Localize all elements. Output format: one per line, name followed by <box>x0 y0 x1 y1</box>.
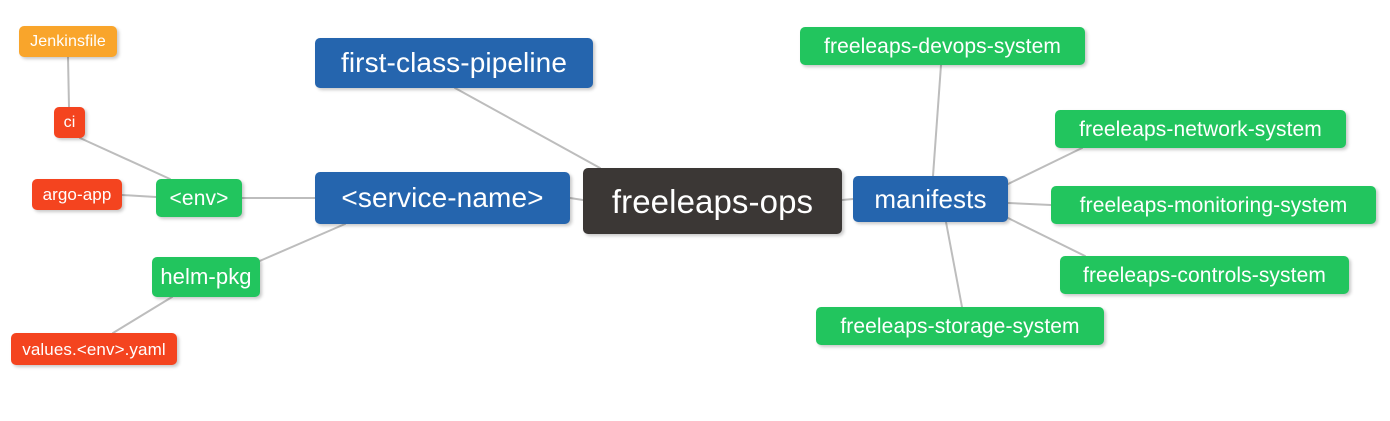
edge-jenkinsfile-to-ci <box>67 56 70 108</box>
edge-manifests-to-freeleaps-monitoring-system <box>1007 202 1052 206</box>
mindmap-node-jenkinsfile[interactable]: Jenkinsfile <box>19 26 117 57</box>
edge-first-class-pipeline-to-freeleaps-ops <box>454 87 601 169</box>
mindmap-node-argo-app[interactable]: argo-app <box>32 179 122 210</box>
mindmap-node-freeleaps-devops-system[interactable]: freeleaps-devops-system <box>800 27 1085 65</box>
edge-manifests-to-freeleaps-network-system <box>1007 147 1083 185</box>
edge-manifests-to-freeleaps-storage-system <box>945 221 963 308</box>
mindmap-node-manifests[interactable]: manifests <box>853 176 1008 222</box>
edge-freeleaps-ops-to-manifests <box>841 198 854 201</box>
mindmap-node-first-class-pipeline[interactable]: first-class-pipeline <box>315 38 593 88</box>
mindmap-node-env[interactable]: <env> <box>156 179 242 217</box>
edge-argo-app-to-env <box>121 194 157 198</box>
mindmap-node-values-env-yaml[interactable]: values.<env>.yaml <box>11 333 177 365</box>
edge-values-env-yaml-to-helm-pkg <box>112 296 173 334</box>
edge-ci-to-env <box>79 137 171 180</box>
edge-manifests-to-freeleaps-devops-system <box>932 64 942 177</box>
mindmap-node-freeleaps-network-system[interactable]: freeleaps-network-system <box>1055 110 1346 148</box>
mindmap-node-freeleaps-ops[interactable]: freeleaps-ops <box>583 168 842 234</box>
mindmap-node-service-name[interactable]: <service-name> <box>315 172 570 224</box>
mindmap-node-helm-pkg[interactable]: helm-pkg <box>152 257 260 297</box>
edge-helm-pkg-to-service-name <box>254 223 346 264</box>
mindmap-node-freeleaps-monitoring-system[interactable]: freeleaps-monitoring-system <box>1051 186 1376 224</box>
mindmap-node-freeleaps-controls-system[interactable]: freeleaps-controls-system <box>1060 256 1349 294</box>
mindmap-node-freeleaps-storage-system[interactable]: freeleaps-storage-system <box>816 307 1104 345</box>
mindmap-node-ci[interactable]: ci <box>54 107 85 138</box>
edge-service-name-to-freeleaps-ops <box>569 197 584 201</box>
